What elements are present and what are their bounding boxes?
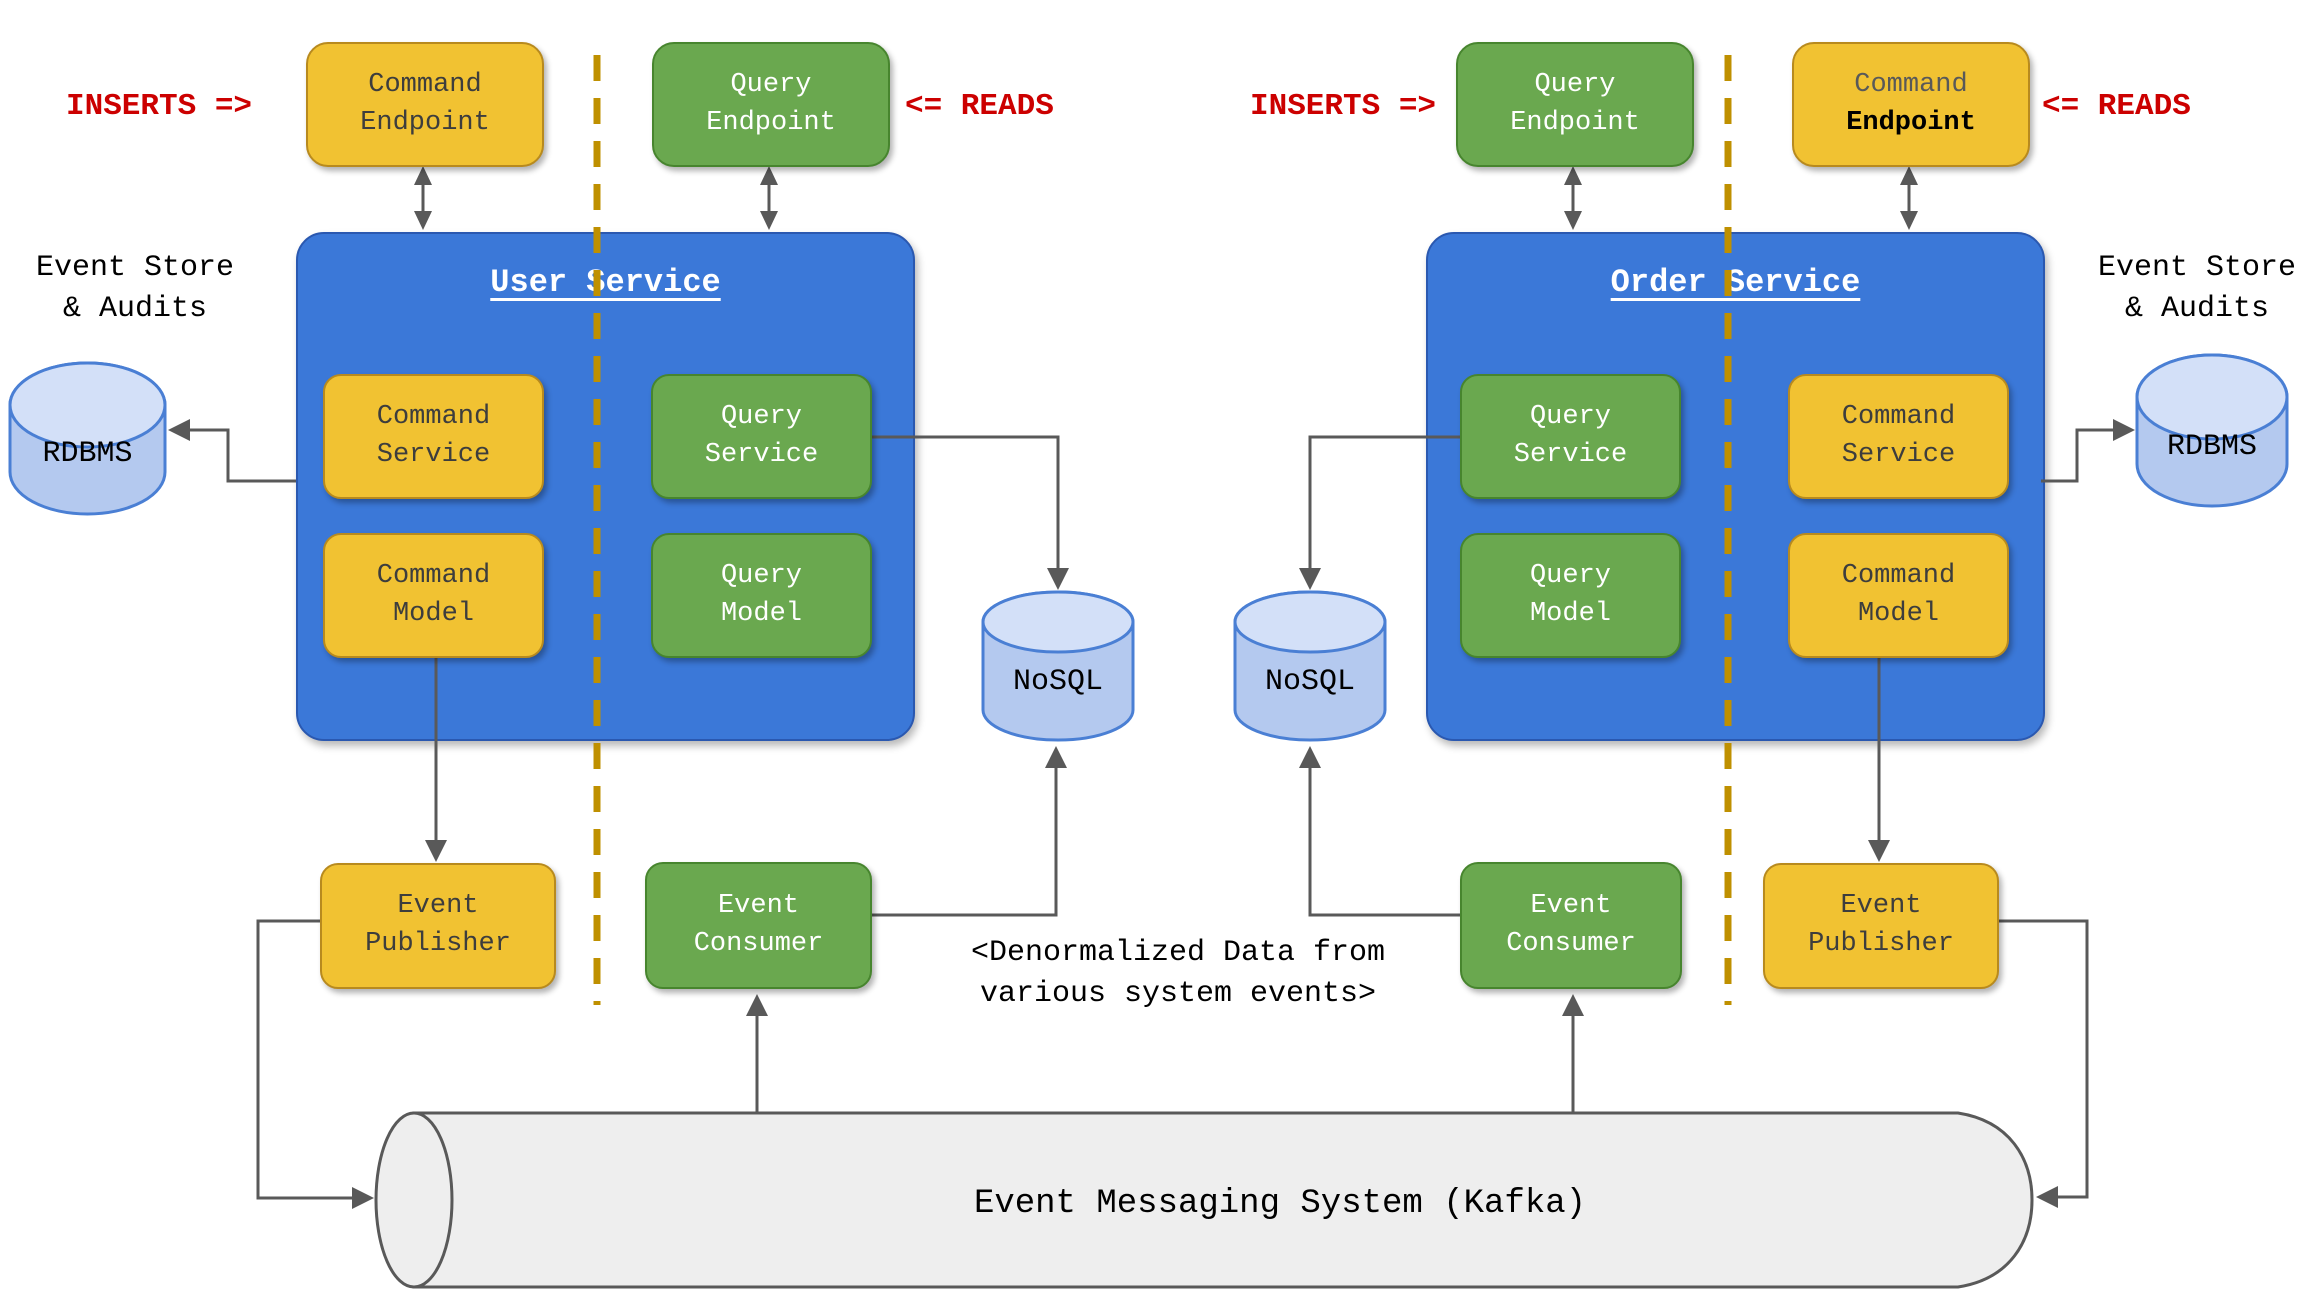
inserts-label-left: INSERTS => bbox=[66, 89, 253, 124]
connector-user-query-endpoint bbox=[760, 166, 778, 230]
connector-kafka-user-consumer bbox=[746, 994, 768, 1112]
order-query-service: Query Service bbox=[1460, 374, 1681, 499]
user-command-endpoint: Command Endpoint bbox=[306, 42, 544, 167]
event-store-label-right: Event Store & Audits bbox=[2072, 248, 2322, 329]
nosql-right-label: NoSQL bbox=[1264, 665, 1355, 699]
connector-kafka-order-consumer bbox=[1562, 994, 1584, 1112]
user-event-consumer: Event Consumer bbox=[645, 862, 872, 989]
order-event-consumer: Event Consumer bbox=[1460, 862, 1682, 989]
user-command-service: Command Service bbox=[323, 374, 544, 499]
user-query-model: Query Model bbox=[651, 533, 872, 658]
kafka-pipe-label: Event Messaging System (Kafka) bbox=[973, 1185, 1587, 1223]
connector-order-consumer-nosql bbox=[1299, 746, 1460, 917]
user-query-endpoint: Query Endpoint bbox=[652, 42, 890, 167]
user-event-publisher: Event Publisher bbox=[320, 863, 556, 989]
order-command-service: Command Service bbox=[1788, 374, 2009, 499]
inserts-label-right: INSERTS => bbox=[1250, 89, 1437, 124]
connector-user-command-endpoint bbox=[414, 166, 432, 230]
order-command-endpoint-word1: Command bbox=[1854, 69, 1968, 100]
order-command-endpoint: Command Endpoint bbox=[1792, 42, 2030, 167]
denormalized-line1: <Denormalized Data from bbox=[970, 936, 1386, 970]
rdbms-left-label: RDBMS bbox=[42, 437, 133, 471]
order-query-model: Query Model bbox=[1460, 533, 1681, 658]
denormalized-line2: various system events> bbox=[979, 976, 1377, 1011]
event-store-left-line1: Event Store bbox=[35, 251, 235, 285]
connector-order-query-endpoint bbox=[1564, 166, 1582, 230]
event-store-left-line2: & Audits bbox=[62, 291, 208, 326]
event-store-right-line2: & Audits bbox=[2124, 291, 2270, 326]
connector-order-rdbms bbox=[2041, 419, 2135, 483]
order-service-title: Order Service bbox=[1610, 264, 1861, 301]
rdbms-right-label: RDBMS bbox=[2166, 430, 2257, 464]
denormalized-data-label: <Denormalized Data from various system e… bbox=[928, 933, 1428, 1014]
connector-order-publisher-kafka bbox=[1995, 919, 2089, 1208]
order-query-endpoint: Query Endpoint bbox=[1456, 42, 1694, 167]
order-event-publisher: Event Publisher bbox=[1763, 863, 1999, 989]
user-query-service: Query Service bbox=[651, 374, 872, 499]
connector-user-consumer-nosql bbox=[868, 746, 1067, 917]
order-command-endpoint-word2: Endpoint bbox=[1846, 107, 1976, 138]
reads-label-right: <= READS bbox=[2042, 89, 2191, 124]
user-command-model: Command Model bbox=[323, 533, 544, 658]
connector-user-rdbms bbox=[168, 419, 296, 483]
reads-label-left: <= READS bbox=[905, 89, 1054, 124]
event-store-label-left: Event Store & Audits bbox=[10, 248, 260, 329]
nosql-left-label: NoSQL bbox=[1012, 665, 1103, 699]
order-command-model: Command Model bbox=[1788, 533, 2009, 658]
event-store-right-line1: Event Store bbox=[2097, 251, 2297, 285]
user-service-title: User Service bbox=[490, 264, 721, 301]
connector-order-command-endpoint bbox=[1900, 166, 1918, 230]
